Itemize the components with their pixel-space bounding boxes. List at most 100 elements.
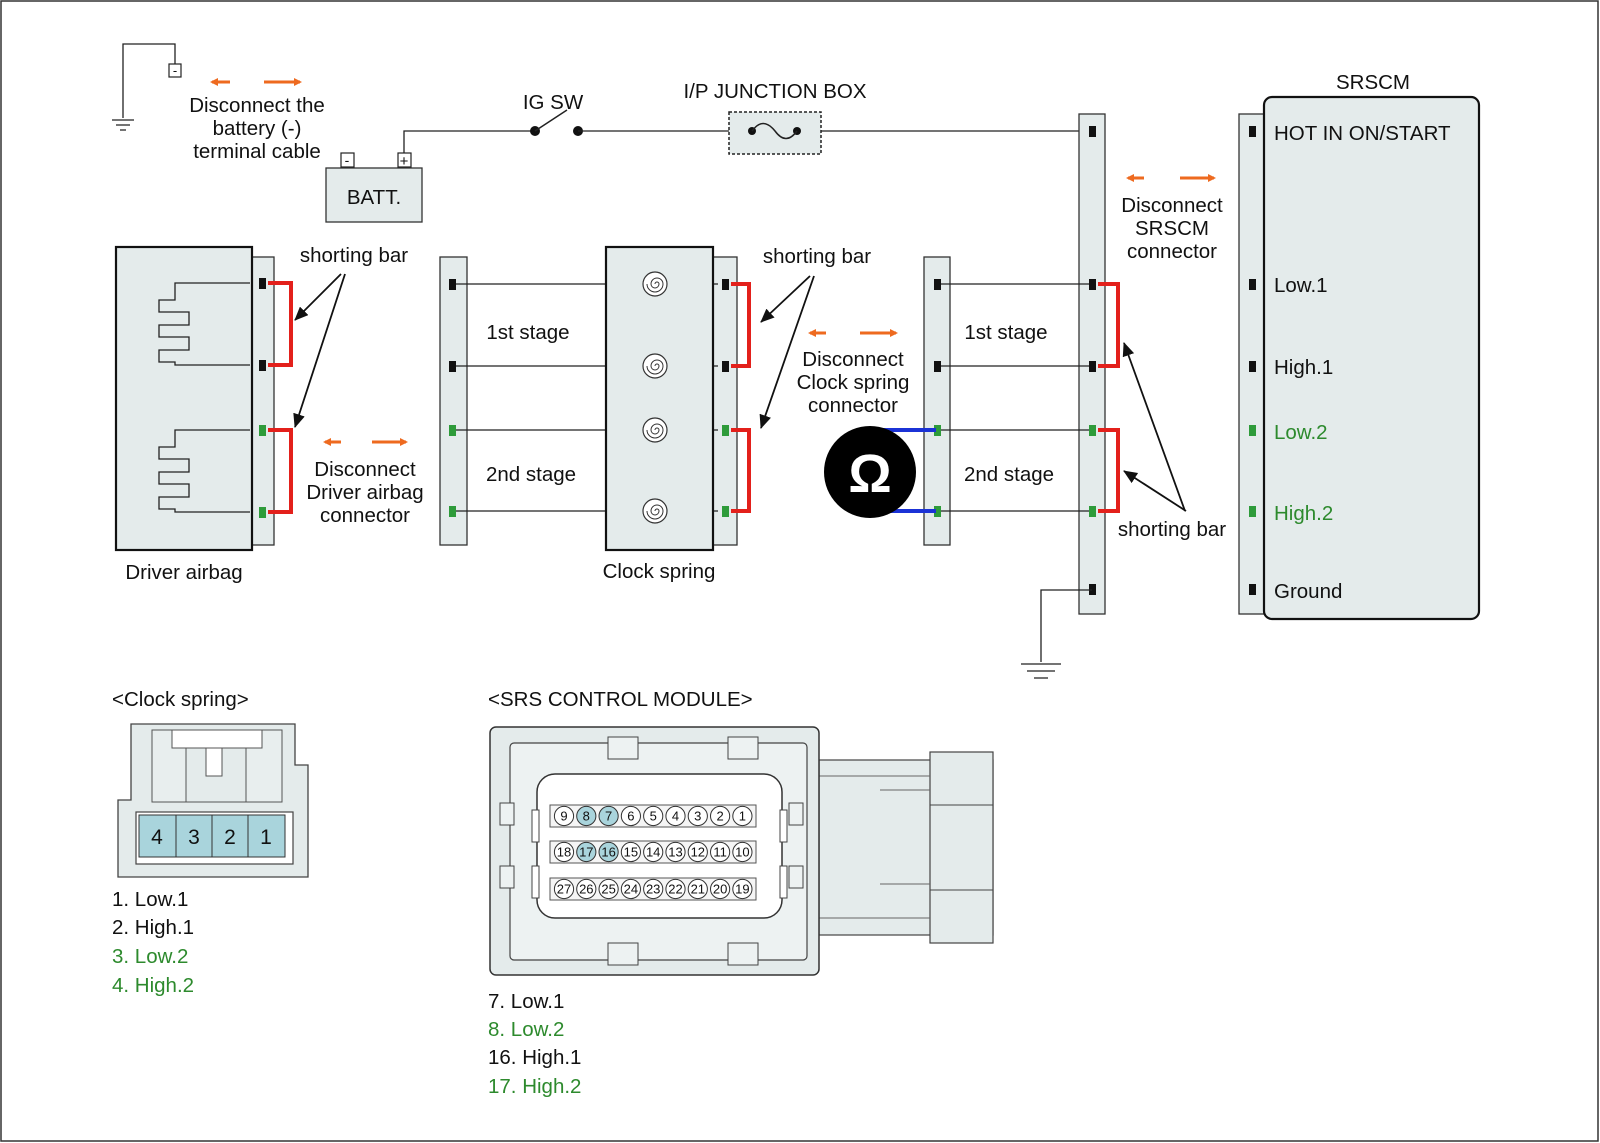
srscm-pin-low2 [1249, 425, 1256, 436]
clock-spring-cell-2: 2 [224, 826, 236, 849]
srs-pin-cell-8 [576, 805, 597, 827]
srscm-pin-label-ground: Ground [1274, 580, 1342, 603]
driver-airbag-body [114, 245, 254, 552]
srscm-pin-ground [1249, 584, 1256, 595]
clock-spring-stage1-label: 1st stage [486, 321, 569, 344]
ground-minus-sign: - [173, 63, 177, 78]
disconnect-driver-line1: Disconnect [314, 458, 416, 481]
srscm-pin-high2 [1249, 506, 1256, 517]
harness-main-pin-3 [1089, 425, 1096, 436]
harness-main-pin-hot [1089, 126, 1096, 137]
disconnect-clock-line1: Disconnect [802, 348, 904, 371]
junction-box-label: I/P JUNCTION BOX [683, 80, 866, 103]
srs-pin-cell-13 [665, 841, 686, 863]
ground-symbol-harness [1021, 663, 1061, 679]
srs-pin-number-13: 13 [668, 845, 682, 860]
harness-shorting-bar-2 [1098, 428, 1120, 513]
srs-pin-cell-16 [598, 841, 619, 863]
srs-pin-cell-18 [553, 841, 575, 863]
harness-stage2-label: 2nd stage [964, 463, 1054, 486]
srscm-pin-label-low1: Low.1 [1274, 274, 1328, 297]
srs-pin-cell-3 [687, 805, 708, 827]
srscm-pin-hot [1249, 126, 1256, 137]
srscm-pin-low1 [1249, 279, 1256, 290]
clock-spring-legend-4: 4. High.2 [112, 974, 194, 997]
srs-pin-number-14: 14 [646, 845, 660, 860]
srs-pin-number-17: 17 [579, 845, 593, 860]
srs-pin-number-9: 9 [560, 809, 567, 824]
srs-pin-number-10: 10 [735, 845, 749, 860]
srs-pin-number-26: 26 [579, 882, 593, 897]
clock-spring-out-pin-2 [722, 361, 729, 372]
srs-pin-number-27: 27 [557, 882, 571, 897]
ground-wire [1040, 589, 1092, 662]
harness-left-pin-1 [934, 279, 941, 290]
srs-pin-number-1: 1 [739, 809, 746, 824]
driver-airbag-connector-strip [249, 256, 275, 546]
driver-shorting-arrow-2 [293, 273, 346, 428]
srs-pin-cell-6 [620, 805, 642, 827]
disconnect-driver-line2: Driver airbag [306, 481, 423, 504]
battery-label: BATT. [347, 186, 401, 209]
clock-spring-stage2-label: 2nd stage [486, 463, 576, 486]
ignition-switch [530, 109, 583, 136]
harness-shorting-arrow-2 [1123, 470, 1187, 512]
srs-pin-number-15: 15 [624, 845, 638, 860]
srs-pin-number-8: 8 [583, 809, 590, 824]
srs-pin-cell-19 [732, 878, 753, 900]
srs-pin-number-22: 22 [668, 882, 682, 897]
ground-symbol-battery: - [112, 43, 182, 131]
srscm-pin-label-low2: Low.2 [1274, 421, 1328, 444]
harness-shorting-arrow-1 [1122, 342, 1186, 512]
clock-spring-shorting-bar-label: shorting bar [763, 245, 871, 268]
harness-shorting-bar-label: shorting bar [1118, 518, 1226, 541]
srs-module-legend-4: 17. High.2 [488, 1075, 581, 1098]
harness-strip-left [923, 256, 951, 546]
fuse-junction-box [728, 111, 822, 155]
srscm-pin-label-high1: High.1 [1274, 356, 1333, 379]
disconnect-srscm-line1: Disconnect [1121, 194, 1223, 217]
srs-module-legend-3: 16. High.1 [488, 1046, 581, 1069]
srs-pin-number-19: 19 [735, 882, 749, 897]
srs-pin-cell-17 [576, 841, 597, 863]
driver-airbag-label: Driver airbag [125, 561, 242, 584]
driver-airbag-pin-3 [259, 425, 266, 436]
harness-shorting-bar-1 [1098, 282, 1120, 368]
battery-minus-sign: - [345, 152, 350, 168]
disconnect-srscm-line2: SRSCM [1135, 217, 1209, 240]
srs-pin-cell-25 [598, 878, 619, 900]
srscm-title: SRSCM [1336, 71, 1410, 94]
disconnect-battery-line2: battery (-) [213, 117, 302, 140]
srs-pin-cell-2 [710, 805, 731, 827]
clock-spring-shorting-bar-2 [731, 428, 751, 513]
srs-pin-cell-9 [553, 805, 575, 827]
srs-pin-number-6: 6 [627, 809, 634, 824]
ig-sw-label: IG SW [523, 91, 584, 114]
clock-spring-out-pin-4 [722, 506, 729, 517]
clock-spring-connector-face [117, 723, 309, 878]
srscm-pin-high1 [1249, 361, 1256, 372]
disconnect-battery-line3: terminal cable [193, 140, 321, 163]
battery-feed-wire [403, 130, 532, 153]
srs-module-legend-2: 8. Low.2 [488, 1018, 564, 1041]
driver-airbag-shorting-bar-1 [268, 281, 293, 367]
clock-spring-in-pin-4 [449, 506, 456, 517]
driver-airbag-pin-4 [259, 507, 266, 518]
srs-pin-number-16: 16 [601, 845, 615, 860]
clock-spring-label: Clock spring [603, 560, 716, 583]
srs-pin-cell-1 [732, 805, 753, 827]
disconnect-srscm-line3: connector [1127, 240, 1217, 263]
clock-spring-out-pin-1 [722, 279, 729, 290]
srs-pin-cell-15 [620, 841, 642, 863]
driver-airbag-squib-1 [158, 282, 250, 366]
clock-shorting-arrow-2 [759, 275, 815, 429]
driver-airbag-shorting-bar-2 [268, 428, 293, 514]
disconnect-clock-line2: Clock spring [797, 371, 910, 394]
clock-spring-cell-1: 1 [260, 826, 272, 849]
srs-pin-number-24: 24 [624, 882, 638, 897]
srs-pin-number-18: 18 [557, 845, 571, 860]
clock-spring-cell-3: 3 [188, 826, 200, 849]
srs-pin-cell-24 [620, 878, 642, 900]
clock-spring-in-pin-2 [449, 361, 456, 372]
